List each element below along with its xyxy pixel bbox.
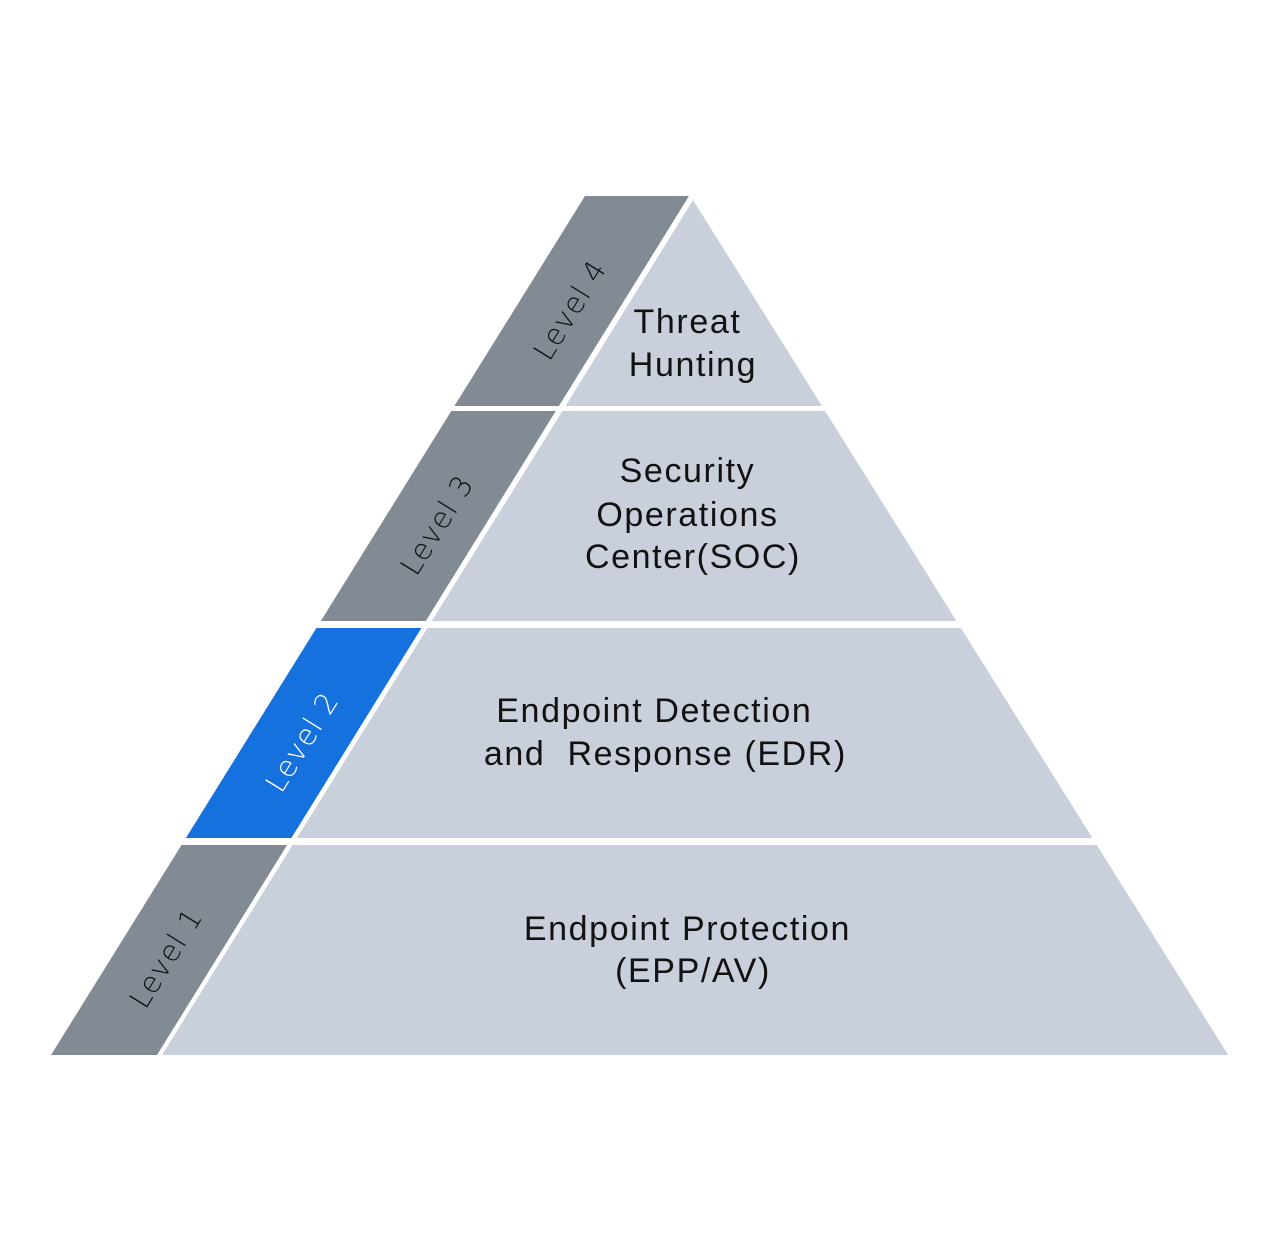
soc-tier <box>431 411 957 621</box>
tier-label-line: Hunting <box>629 346 757 384</box>
level-1-tab <box>51 845 288 1055</box>
soc-label: Security Operations Center(SOC) <box>585 452 801 576</box>
tier-level-3: Level 3 Security Operations Center(SOC) <box>320 411 957 621</box>
edr-label: Endpoint Detection and Response (EDR) <box>0 0 902 773</box>
tier-label-line: Threat <box>634 303 742 341</box>
epp-label: Endpoint Protection (EPP/AV) <box>524 910 862 990</box>
tier-label-line: (EPP/AV) <box>615 952 771 990</box>
tier-label-line: and Response (EDR) <box>484 735 847 773</box>
threat-hunting-label: Threat Hunting <box>629 303 757 384</box>
tier-label-line: Endpoint Protection <box>524 910 851 948</box>
tier-label-line: Center(SOC) <box>585 538 801 576</box>
epp-tier <box>162 845 1229 1055</box>
level-4-tab <box>454 196 689 406</box>
tier-label-line: Operations <box>596 496 778 534</box>
tier-level-1: Level 1 Endpoint Protection (EPP/AV) <box>51 845 1229 1055</box>
level-2-tab <box>185 628 422 838</box>
level-3-tab <box>320 411 556 621</box>
edr-tier <box>296 628 1093 838</box>
tier-label-line: Security <box>620 452 756 490</box>
tier-label-line: Endpoint Detection <box>496 692 812 730</box>
tier-level-2: Level 2 Endpoint Detection and Response … <box>0 0 1093 838</box>
threat-hunting-tier <box>565 200 822 406</box>
tier-level-4: Level 4 Threat Hunting <box>454 196 822 406</box>
